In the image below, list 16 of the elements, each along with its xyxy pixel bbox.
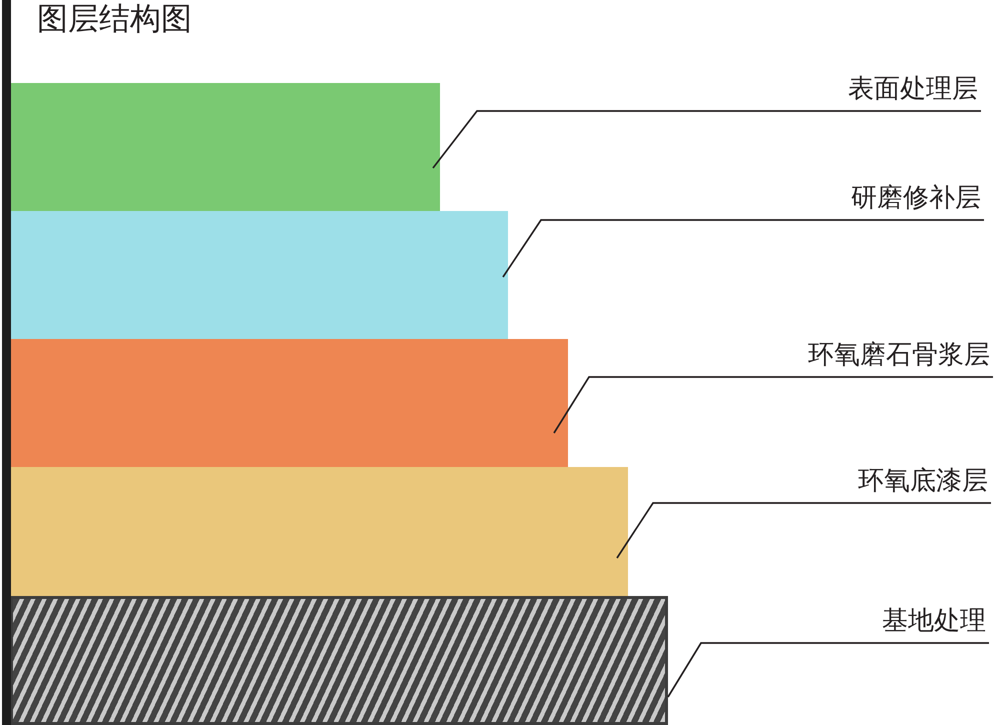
layer-label: 研磨修补层 (851, 183, 981, 213)
layer-label: 环氧磨石骨浆层 (808, 340, 990, 370)
coating-layer (10, 211, 508, 339)
leader-line (502, 219, 984, 278)
leader-line (432, 110, 981, 169)
coating-layer (10, 467, 628, 596)
layer-label: 表面处理层 (848, 74, 978, 104)
hatched-substrate (10, 596, 668, 725)
leader-line (553, 376, 993, 434)
layer-label: 环氧底漆层 (858, 466, 988, 496)
title: 图层结构图 (37, 2, 192, 36)
leader-line (667, 642, 989, 698)
coating-layer (10, 83, 440, 211)
layer-label: 基地处理 (882, 606, 986, 636)
coating-layer (10, 339, 568, 467)
leader-line (616, 502, 991, 558)
